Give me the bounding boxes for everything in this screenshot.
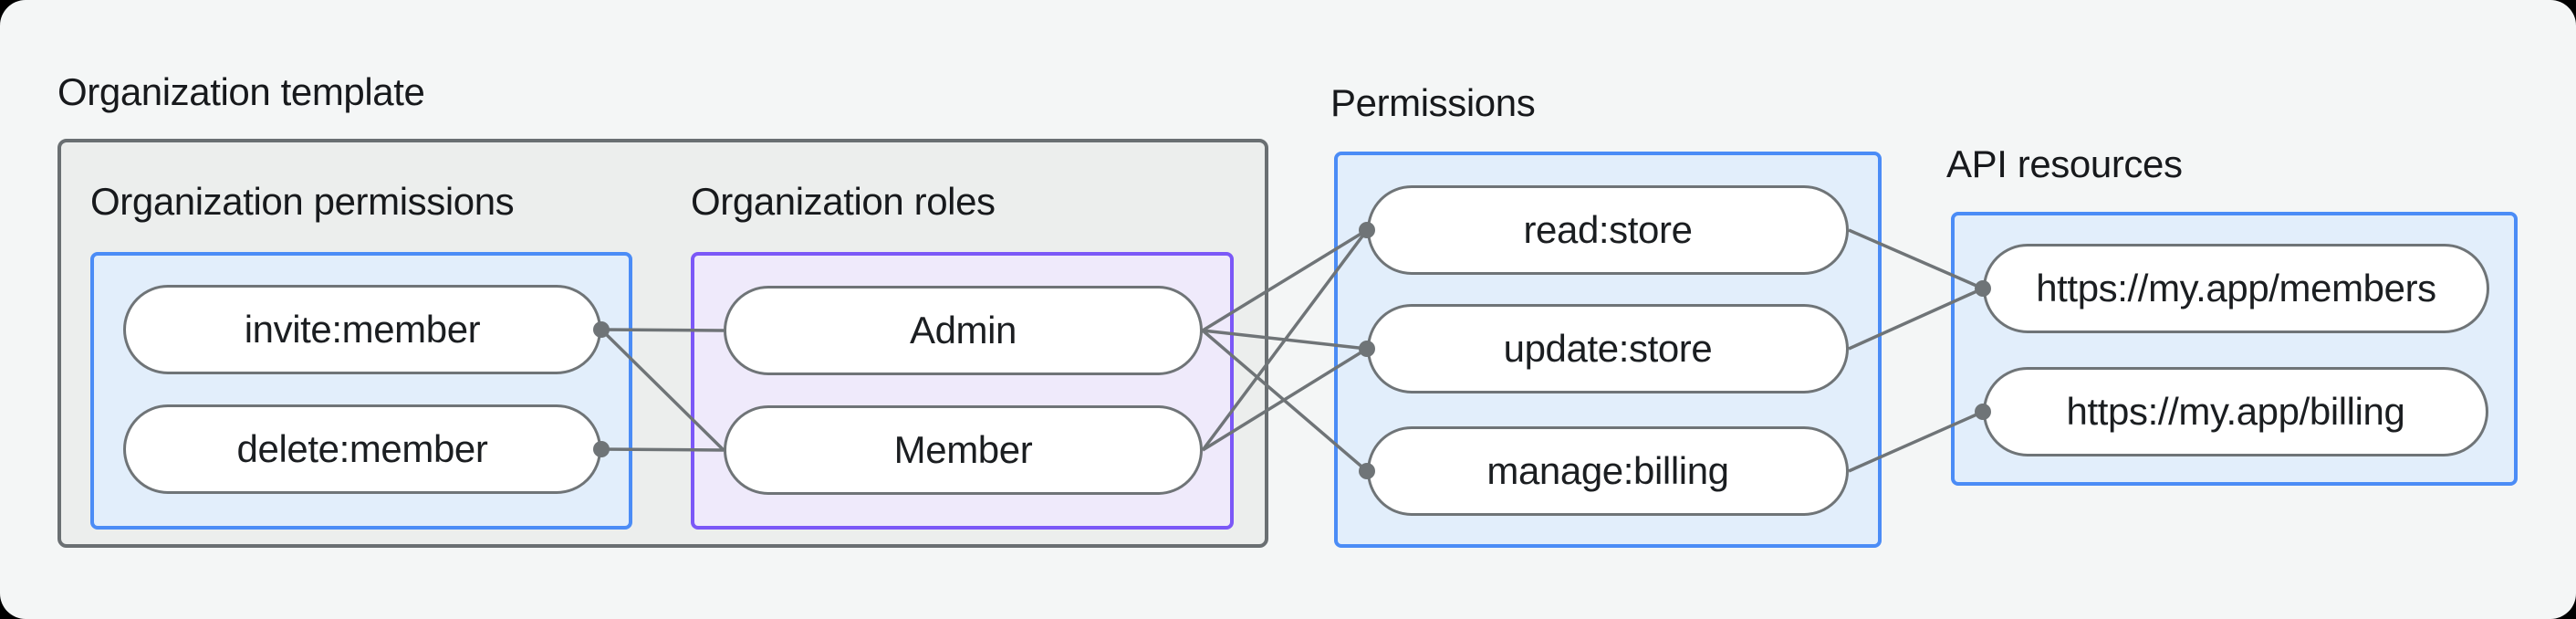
node-label: update:store [1503,327,1713,370]
node-label: read:store [1523,208,1693,251]
node-api-members: https://my.app/members [1983,244,2489,333]
org-roles-label: Organization roles [691,180,996,223]
node-read-store: read:store [1367,185,1849,275]
permissions-label: Permissions [1330,81,1536,124]
node-delete-member: delete:member [123,404,601,494]
org-permissions-label: Organization permissions [90,180,515,223]
node-invite-member: invite:member [123,285,601,374]
node-label: invite:member [244,308,481,351]
node-label: Member [893,428,1033,471]
node-label: manage:billing [1486,449,1729,492]
node-label: Admin [909,309,1017,351]
node-member: Member [724,405,1203,495]
node-admin: Admin [724,286,1203,375]
node-manage-billing: manage:billing [1367,426,1849,516]
node-api-billing: https://my.app/billing [1983,367,2488,456]
api-resources-label: API resources [1946,142,2183,185]
org-template-label: Organization template [57,70,425,113]
node-label: https://my.app/members [2036,267,2436,310]
node-label: delete:member [236,427,488,470]
node-label: https://my.app/billing [2066,390,2405,433]
node-update-store: update:store [1367,304,1849,393]
